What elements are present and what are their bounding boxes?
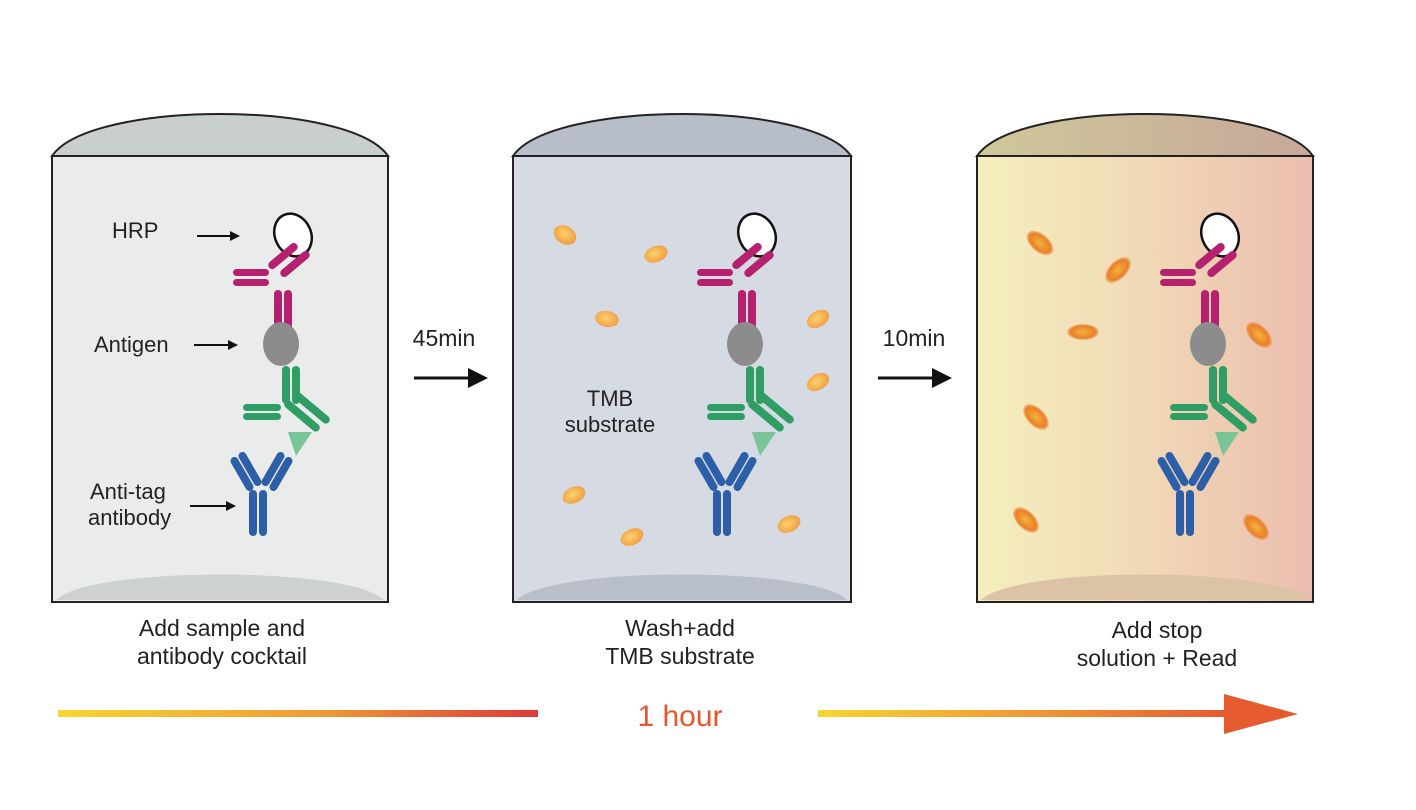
tmb-drop <box>806 309 830 329</box>
transition-2-arrow-icon <box>878 368 952 388</box>
anti-tag-label-line2: antibody <box>88 505 171 530</box>
antigen-label: Antigen <box>94 332 169 357</box>
well-2-bottom-shadow <box>517 574 847 600</box>
tmb-label-line1: TMB <box>587 386 633 411</box>
transition-1-time: 45min <box>413 325 476 351</box>
tmb-substrate-drops <box>553 225 830 546</box>
step-1-caption-line1: Add sample and <box>139 615 305 641</box>
antigen-pointer-arrow <box>194 340 238 350</box>
anti-tag-pointer-arrow <box>190 501 236 511</box>
tmb-drop <box>644 245 668 263</box>
timeline-bar-left <box>58 710 538 717</box>
oxidized-product-particles <box>1013 230 1272 540</box>
step-3-caption-line2: solution + Read <box>1077 645 1237 671</box>
tmb-drop <box>777 515 801 533</box>
tmb-drop <box>620 528 644 546</box>
tmb-drop <box>806 372 830 392</box>
hrp-label: HRP <box>112 218 158 243</box>
well-2-body <box>512 155 852 603</box>
anti-tag-label-line1: Anti-tag <box>90 479 166 504</box>
hrp-pointer-arrow <box>197 231 240 241</box>
product-particle <box>1243 514 1269 540</box>
product-particle <box>1246 322 1272 348</box>
step-1-caption-line2: antibody cocktail <box>137 643 307 669</box>
transition-1: 45min <box>413 325 488 388</box>
well-3-bottom-shadow <box>981 574 1309 600</box>
well-1-bottom-shadow <box>56 574 384 600</box>
transition-2-time: 10min <box>883 325 946 351</box>
product-particle <box>1026 230 1054 256</box>
step-2-caption-line1: Wash+add <box>625 615 735 641</box>
transition-2: 10min <box>878 325 952 388</box>
well-3: Add stop solution + Read <box>975 113 1315 671</box>
tmb-drop <box>553 225 577 245</box>
tmb-drop <box>595 310 619 328</box>
timeline: 1 hour <box>58 694 1298 734</box>
product-particle <box>1023 404 1049 430</box>
well-2: TMB substrate Wash+add TMB substrate <box>511 113 853 669</box>
product-particle <box>1105 257 1131 283</box>
well-1-cap <box>50 113 390 157</box>
timeline-arrowhead-icon <box>1224 694 1298 734</box>
transition-1-arrow-icon <box>414 368 488 388</box>
timeline-bar-right <box>818 710 1228 717</box>
tmb-drop <box>562 486 586 504</box>
well-1-body <box>51 155 389 603</box>
step-3-caption-line1: Add stop <box>1112 617 1203 643</box>
well-2-cap <box>511 113 853 157</box>
tmb-label-line2: substrate <box>565 412 656 437</box>
step-2-caption-line2: TMB substrate <box>605 643 755 669</box>
timeline-label: 1 hour <box>637 700 722 733</box>
product-particle <box>1013 507 1039 533</box>
well-3-cap <box>975 113 1315 157</box>
product-particle <box>1067 324 1099 340</box>
well-1: HRP Antigen Anti-tag antibody Add sample… <box>50 113 390 669</box>
